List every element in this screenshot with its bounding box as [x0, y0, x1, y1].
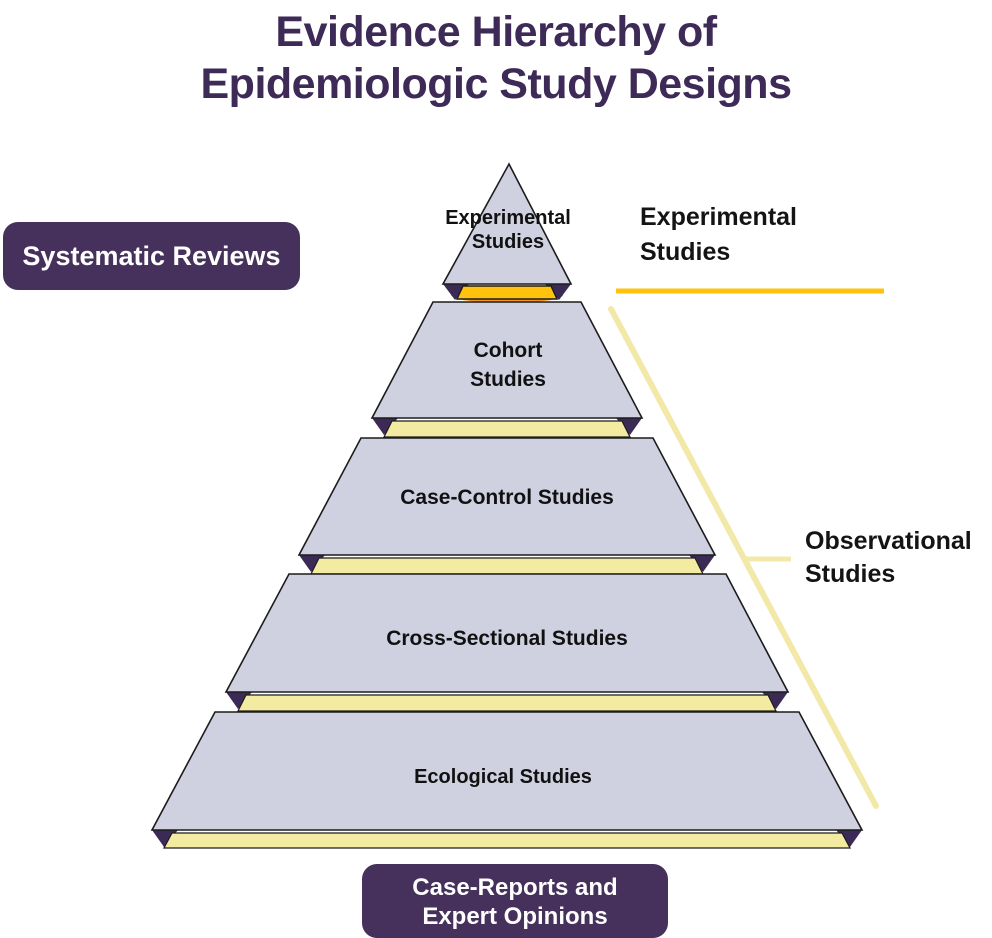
systematic-reviews-badge: Systematic Reviews [3, 222, 300, 290]
case-reports-badge-line2: Expert Opinions [422, 903, 608, 930]
observational-bracket-line [608, 306, 879, 809]
pyramid-level-ecological-label: Ecological Studies [414, 766, 592, 789]
page-title: Evidence Hierarchy of Epidemiologic Stud… [0, 6, 992, 110]
ecological-label-line1: Ecological Studies [414, 766, 592, 788]
experimental-studies-annotation: Experimental Studies [640, 200, 797, 270]
experimental-label-line1: Experimental [445, 207, 571, 229]
page-title-line1: Evidence Hierarchy of [275, 8, 717, 56]
pyramid-level-experimental-label: Experimental Studies [445, 206, 571, 254]
pyramid-level-cohort-label: Cohort Studies [470, 336, 546, 394]
case-control-label-line1: Case-Control Studies [400, 486, 614, 509]
case-control-trapezoid [297, 437, 717, 556]
cross-sectional-label-line1: Cross-Sectional Studies [386, 627, 628, 650]
experimental-annotation-line1: Experimental [640, 203, 798, 231]
cohort-trapezoid [370, 301, 644, 419]
case-control-base-band [310, 557, 704, 575]
experimental-label-line2: Studies [471, 231, 545, 253]
cohort-label-line1: Cohort [473, 339, 543, 362]
observational-annotation-line1: Observational [805, 527, 972, 555]
cohort-label-line2: Studies [470, 368, 546, 391]
cross-sectional-trapezoid [224, 573, 790, 693]
observational-annotation-line2: Studies [805, 560, 896, 588]
ecological-trapezoid [150, 711, 864, 831]
pyramid-level-case-control-label: Case-Control Studies [400, 486, 614, 510]
cross-sectional-base-band [237, 694, 777, 712]
systematic-reviews-badge-label: Systematic Reviews [22, 241, 281, 271]
observational-studies-annotation: Observational Studies [805, 525, 972, 591]
experimental-annotation-line2: Studies [640, 238, 731, 266]
cohort-base-band [383, 420, 631, 438]
case-reports-badge: Case-Reports and Expert Opinions [362, 864, 668, 938]
experimental-gold-band [455, 285, 559, 300]
page-title-line2: Epidemiologic Study Designs [200, 60, 792, 108]
experimental-triangle [441, 162, 573, 285]
pyramid-level-cross-sectional-label: Cross-Sectional Studies [386, 627, 628, 651]
ecological-base-band [163, 832, 851, 849]
case-reports-badge-line1: Case-Reports and [412, 874, 618, 901]
